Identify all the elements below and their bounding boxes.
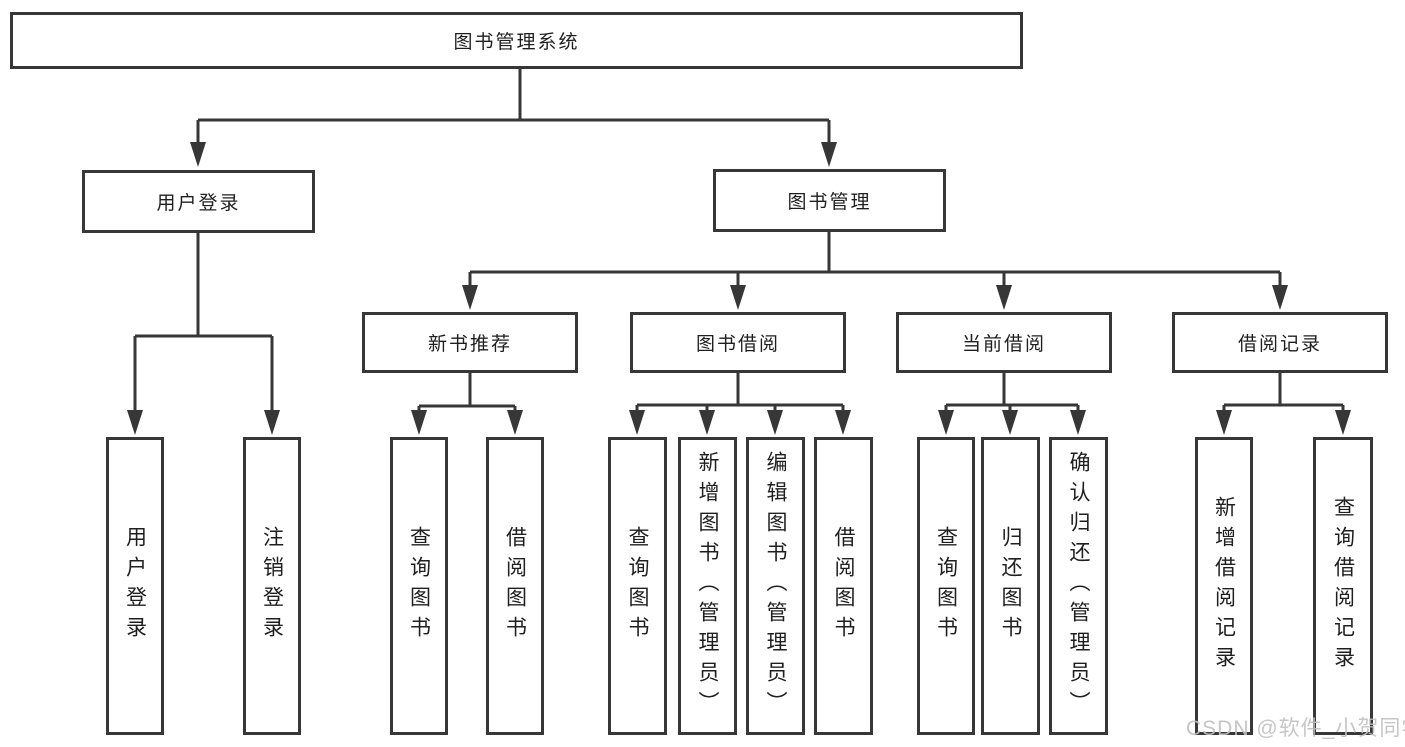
csdn-watermark: CSDN @软件_小贺同学 [1186,717,1405,740]
node-user-login: 用户登录 [82,170,315,233]
node-library-system: 图书管理系统 [10,12,1023,69]
node-borrowing-records: 借阅记录 [1172,312,1388,373]
leaf-query-books-borrowing: 查询图书 [608,437,667,735]
leaf-logout: 注销登录 [243,437,301,735]
leaf-query-books-recommend: 查询图书 [390,437,448,735]
node-book-management: 图书管理 [713,169,946,232]
node-new-book-recommend: 新书推荐 [362,312,578,373]
leaf-confirm-return-admin: 确认归还（管理员） [1049,437,1108,735]
node-book-borrowing: 图书借阅 [630,312,846,373]
leaf-add-book-admin: 新增图书（管理员） [678,437,737,735]
leaf-return-book: 归还图书 [981,437,1040,735]
leaf-borrow-books-recommend: 借阅图书 [486,437,544,735]
leaf-add-borrow-record: 新增借阅记录 [1195,437,1253,735]
leaf-borrow-books: 借阅图书 [814,437,873,735]
leaf-query-borrow-record: 查询借阅记录 [1313,437,1373,735]
leaf-user-login: 用户登录 [106,437,164,735]
leaf-edit-book-admin: 编辑图书（管理员） [746,437,805,735]
node-current-borrowing: 当前借阅 [896,312,1112,373]
leaf-query-books-current: 查询图书 [917,437,975,735]
